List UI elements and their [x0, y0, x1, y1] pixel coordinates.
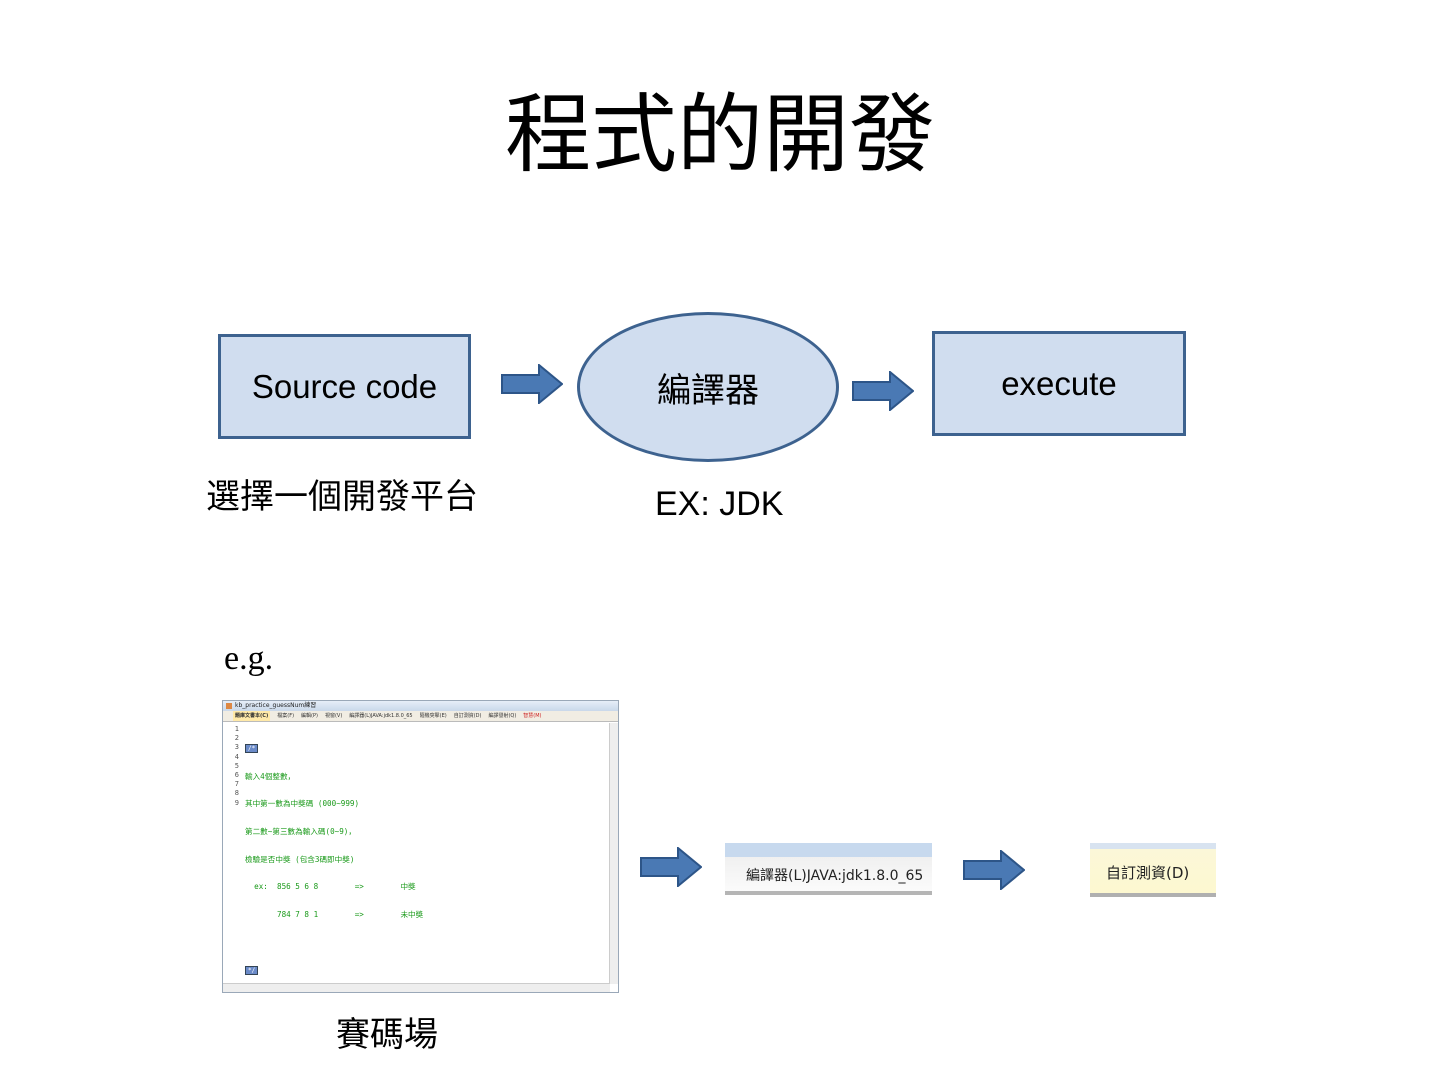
code-area: /* 輸入4個整數， 其中第一數為中獎碼 (000~999) 第二數~第三數為輸… [245, 725, 423, 993]
site-caption: 賽碼場 [336, 1015, 438, 1055]
editor-body: 1 2 3 4 5 6 7 8 9 /* 輸入4個整數， 其中第一數為中獎碼 (… [223, 723, 610, 984]
menu-item: 隨機突擊(E) [419, 713, 447, 719]
custom-test-label: 自訂測資(D) [1106, 864, 1190, 882]
menu-item: 編輯(P) [301, 713, 318, 719]
line-number: 9 [234, 798, 239, 807]
execute-label: execute [1001, 364, 1117, 402]
compiler-label: 編譯器 [657, 370, 759, 411]
compiler-ellipse: 編譯器 [577, 312, 839, 462]
line-number: 2 [234, 734, 239, 743]
code-line: 檢驗是否中獎 (包含3碼即中獎) [245, 854, 355, 864]
menu-item: 自訂測資(D) [453, 713, 482, 719]
line-number-gutter: 1 2 3 4 5 6 7 8 9 [223, 725, 239, 808]
line-number: 8 [234, 789, 239, 798]
source-code-label: Source code [251, 367, 438, 405]
line-number: 1 [234, 725, 239, 733]
code-editor-screenshot: kb_practice_guessNum練習 題庫文書本(C) 檔案(F) 編輯… [222, 700, 619, 993]
line-number: 6 [234, 771, 239, 780]
line-number: 4 [234, 752, 239, 761]
code-line: ex: 856 5 6 8 => 中獎 [245, 882, 416, 892]
code-line: 輸入4個整數， [245, 771, 296, 781]
compiler-menu-label: 編譯器(L)JAVA:jdk1.8.0_65 [746, 868, 924, 884]
arrow-right-icon [640, 847, 702, 887]
compiler-menu-crop: 編譯器(L)JAVA:jdk1.8.0_65 [725, 843, 932, 895]
source-code-box: Source code [218, 334, 471, 439]
menu-item: 題庫文書本(C) [233, 711, 271, 721]
arrow-right-icon [852, 371, 914, 411]
line-number: 7 [234, 780, 239, 789]
editor-menubar: 題庫文書本(C) 檔案(F) 編輯(P) 視窗(V) 編譯器(L)JAVA:jd… [223, 711, 618, 722]
vertical-scrollbar [609, 723, 618, 984]
compiler-caption: EX: JDK [655, 485, 784, 523]
comment-open-marker: /* [245, 744, 259, 754]
custom-test-menu-crop: 自訂測資(D) [1090, 843, 1216, 897]
menu-item: 視窗(V) [324, 713, 343, 719]
code-line: 其中第一數為中獎碼 (000~999) [245, 799, 360, 809]
menu-item: 智慧(M) [523, 713, 542, 719]
comment-close-marker: */ [245, 966, 259, 976]
menu-item: 檔案(F) [277, 713, 295, 719]
page-title: 程式的開發 [505, 85, 935, 185]
arrow-right-icon [963, 850, 1025, 890]
menu-item: 編譯發射(Q) [488, 713, 517, 719]
source-caption: 選擇一個開發平台 [206, 477, 478, 517]
arrow-right-icon [501, 364, 563, 404]
horizontal-scrollbar [223, 983, 610, 992]
code-line: 第二數~第三數為輸入碼(0~9)， [245, 827, 356, 837]
line-number: 3 [234, 743, 239, 752]
app-icon [226, 703, 232, 709]
editor-titlebar: kb_practice_guessNum練習 [223, 701, 618, 711]
line-number: 5 [234, 761, 239, 770]
editor-window-title: kb_practice_guessNum練習 [235, 702, 317, 709]
example-label: e.g. [224, 640, 274, 677]
code-line: 784 7 8 1 => 未中獎 [245, 909, 424, 919]
execute-box: execute [932, 331, 1186, 436]
menu-item: 編譯器(L)JAVA:jdk1.8.0_65 [349, 713, 413, 719]
